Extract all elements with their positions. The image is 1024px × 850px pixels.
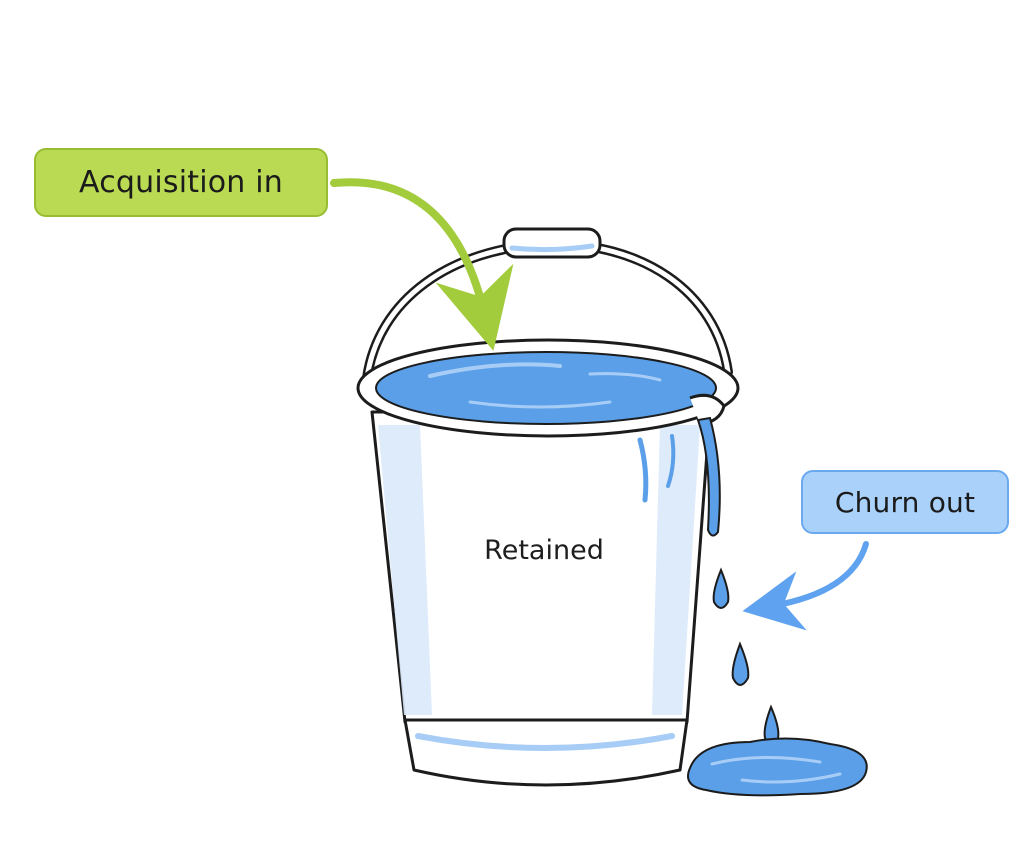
bucket-base [403,718,689,787]
bucket-handle [362,227,733,383]
churn-label: Churn out [801,470,1009,534]
leak-stream [696,416,721,537]
water-drop [731,641,750,686]
handle-grip [502,227,602,259]
water-surface [375,351,717,425]
acquisition-label: Acquisition in [34,148,328,217]
bucket-rim [356,338,740,438]
bucket-body [370,410,712,787]
water-drop [712,567,730,609]
retained-label: Retained [484,534,604,566]
water-puddle [687,737,868,797]
churn-arrow [742,541,869,631]
acquisition-arrow [330,178,514,351]
water-leak [687,416,868,797]
